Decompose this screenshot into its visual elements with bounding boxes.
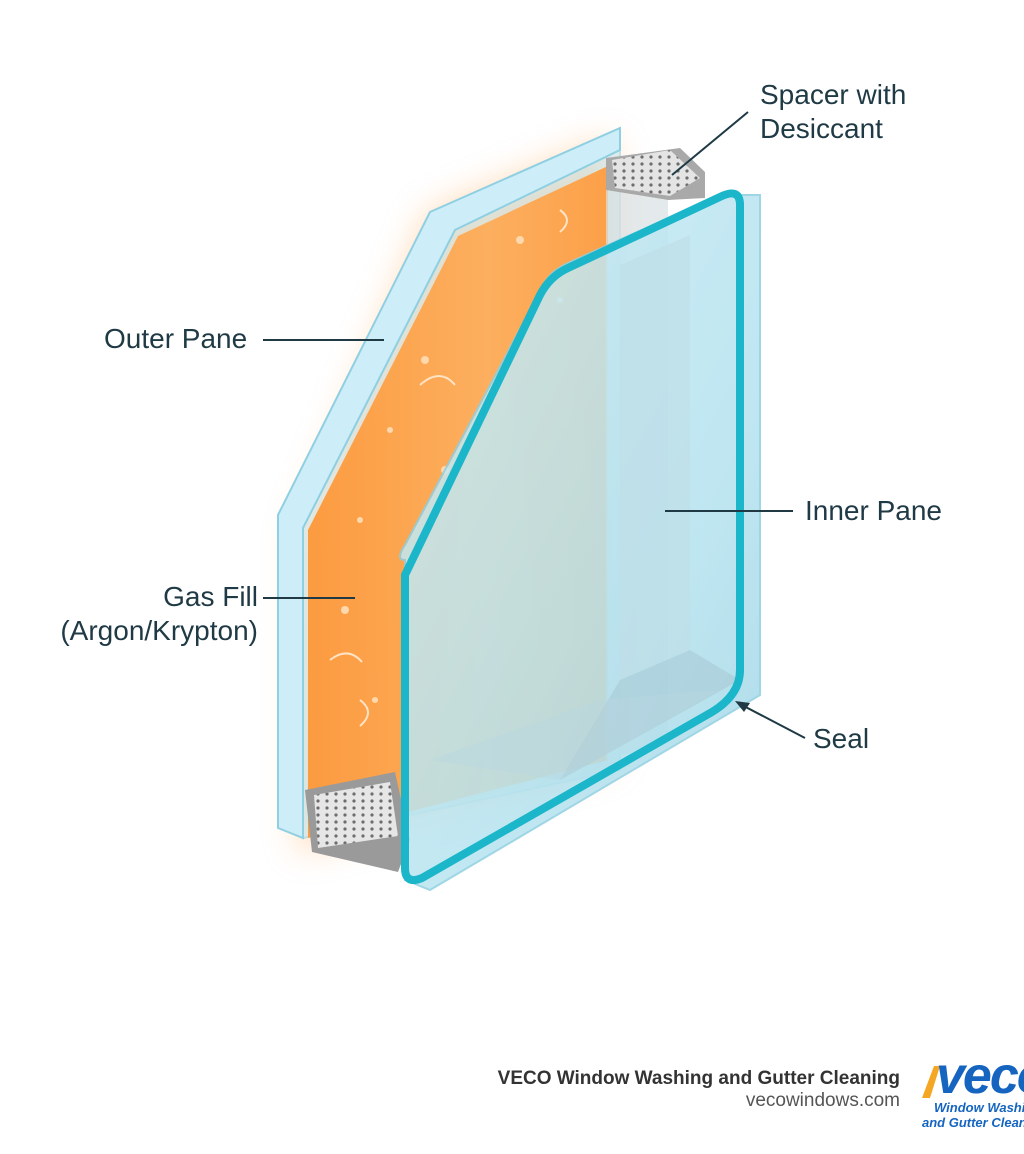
- veco-logo: veco Window Washing and Gutter Cleaning: [920, 1058, 1024, 1132]
- spacer-bottom: [305, 772, 410, 872]
- logo-word: veco: [936, 1058, 1024, 1106]
- spacer-label: Spacer with Desiccant: [760, 78, 906, 146]
- spacer-leader: [672, 112, 748, 175]
- seal-leader: [738, 703, 805, 738]
- spacer-label-line2: Desiccant: [760, 112, 906, 146]
- outer-pane-label: Outer Pane: [104, 322, 247, 356]
- seal-label: Seal: [813, 722, 869, 756]
- logo-line1: Window Washing: [934, 1100, 1024, 1115]
- gas-fill-label: Gas Fill (Argon/Krypton): [60, 580, 258, 648]
- spacer-label-line1: Spacer with: [760, 78, 906, 112]
- company-url: vecowindows.com: [746, 1090, 900, 1112]
- company-name: VECO Window Washing and Gutter Cleaning: [498, 1068, 900, 1090]
- gas-fill-label-line2: (Argon/Krypton): [60, 614, 258, 648]
- inner-pane-label: Inner Pane: [805, 494, 942, 528]
- gas-fill-label-line1: Gas Fill: [60, 580, 258, 614]
- logo-line2: and Gutter Cleaning: [922, 1115, 1024, 1130]
